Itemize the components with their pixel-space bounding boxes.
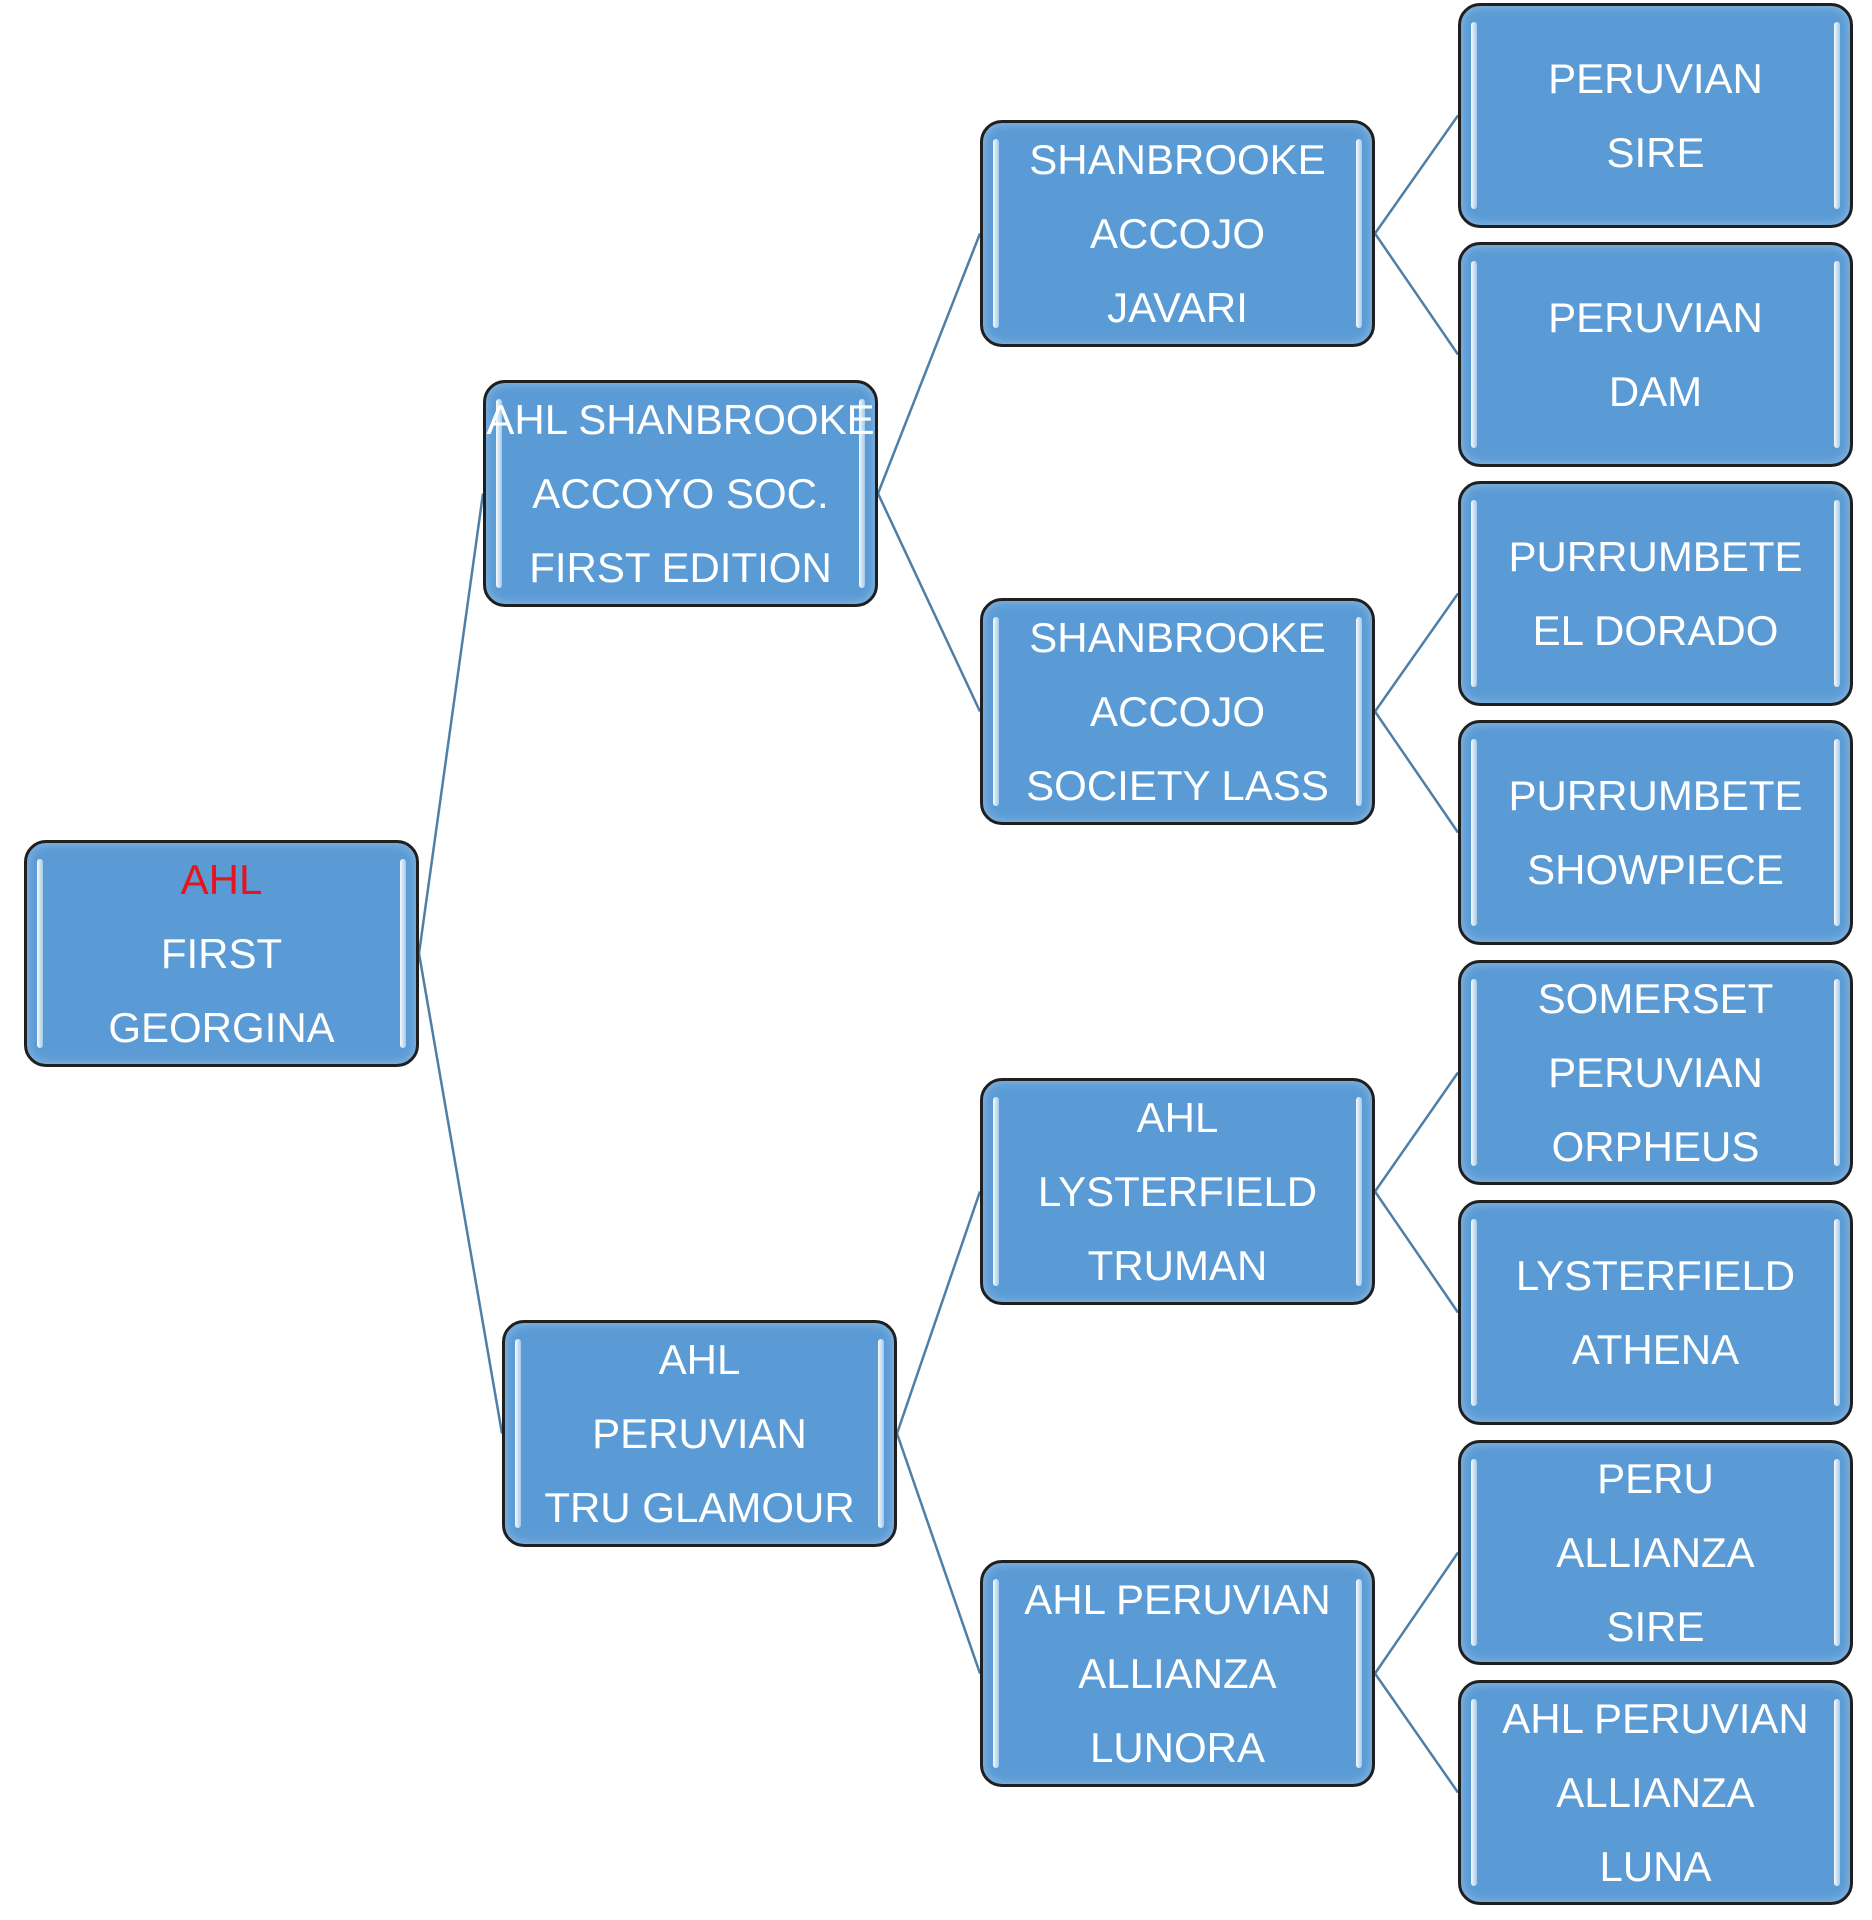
node-sd-dam-line-1: PURRUMBETE [1508, 771, 1803, 819]
node-dam-line-2: PERUVIAN [592, 1409, 807, 1457]
node-ss-sire-line-1: PERUVIAN [1548, 54, 1763, 102]
node-dam-dam-line-2: ALLIANZA [1078, 1649, 1277, 1697]
node-root-line-2: FIRST [160, 929, 283, 977]
node-dd-dam-line-3: LUNA [1599, 1842, 1712, 1890]
node-sire-line-2: ACCOYO SOC. [532, 469, 829, 517]
connector-root-to-dam [417, 953, 504, 1434]
node-root: AHL FIRST GEORGINA [24, 840, 419, 1067]
node-sire-line-1: AHL SHANBROOKE [486, 395, 875, 443]
node-sire-dam-line-2: ACCOJO [1089, 687, 1265, 735]
node-dam-dam: AHL PERUVIAN ALLIANZA LUNORA [980, 1560, 1375, 1787]
node-dd-sire-line-1: PERU [1597, 1454, 1714, 1502]
connector-sd-to-sd-d [1373, 710, 1460, 834]
node-dam-dam-line-1: AHL PERUVIAN [1024, 1575, 1331, 1623]
node-dam-sire-line-3: TRUMAN [1087, 1241, 1268, 1289]
node-dd-sire-line-3: SIRE [1606, 1602, 1705, 1650]
connector-ds-to-ds-d [1373, 1190, 1460, 1314]
connector-dd-to-dd-d [1373, 1672, 1460, 1794]
node-root-line-3: GEORGINA [108, 1003, 335, 1051]
node-sire-sire-line-2: ACCOJO [1089, 209, 1265, 257]
node-ds-sire: SOMERSET PERUVIAN ORPHEUS [1458, 960, 1853, 1185]
node-sire-dam: SHANBROOKE ACCOJO SOCIETY LASS [980, 598, 1375, 825]
node-ss-sire-line-2: SIRE [1606, 128, 1705, 176]
node-dam: AHL PERUVIAN TRU GLAMOUR [502, 1320, 897, 1547]
node-ss-dam-line-1: PERUVIAN [1548, 293, 1763, 341]
node-dam-sire-line-1: AHL [1136, 1093, 1219, 1141]
node-root-line-1: AHL [180, 855, 263, 903]
node-dd-sire-line-2: ALLIANZA [1556, 1528, 1755, 1576]
node-dd-dam: AHL PERUVIAN ALLIANZA LUNA [1458, 1680, 1853, 1905]
connector-sd-to-sd-s [1373, 592, 1460, 713]
node-ds-sire-line-2: PERUVIAN [1548, 1048, 1763, 1096]
node-sire-sire: SHANBROOKE ACCOJO JAVARI [980, 120, 1375, 347]
node-dd-dam-line-1: AHL PERUVIAN [1502, 1694, 1809, 1742]
node-dam-sire-line-2: LYSTERFIELD [1037, 1167, 1318, 1215]
connector-dam-to-ds [895, 1191, 982, 1434]
node-sd-dam-line-2: SHOWPIECE [1527, 845, 1784, 893]
node-sd-sire-line-1: PURRUMBETE [1508, 532, 1803, 580]
node-sire-sire-line-1: SHANBROOKE [1029, 135, 1326, 183]
node-ds-sire-line-3: ORPHEUS [1551, 1122, 1760, 1170]
node-sire-dam-line-1: SHANBROOKE [1029, 613, 1326, 661]
node-sire-line-3: FIRST EDITION [529, 543, 832, 591]
connector-sire-to-ss [876, 233, 982, 494]
connector-dam-to-dd [895, 1433, 982, 1674]
node-ss-sire: PERUVIAN SIRE [1458, 3, 1853, 228]
node-sd-sire-line-2: EL DORADO [1532, 606, 1779, 654]
node-dam-line-1: AHL [658, 1335, 741, 1383]
node-sire-dam-line-3: SOCIETY LASS [1026, 761, 1329, 809]
node-sire: AHL SHANBROOKE ACCOYO SOC. FIRST EDITION [483, 380, 878, 607]
connector-ss-to-ss-d [1373, 232, 1460, 356]
node-ds-dam: LYSTERFIELD ATHENA [1458, 1200, 1853, 1425]
node-ss-dam-line-2: DAM [1608, 367, 1703, 415]
connector-ss-to-ss-s [1373, 114, 1460, 235]
node-sd-dam: PURRUMBETE SHOWPIECE [1458, 720, 1853, 945]
connector-dd-to-dd-s [1373, 1551, 1460, 1675]
node-sd-sire: PURRUMBETE EL DORADO [1458, 481, 1853, 706]
connector-root-to-sire [417, 493, 485, 954]
connector-sire-to-sd [876, 492, 982, 713]
node-ds-dam-line-2: ATHENA [1571, 1325, 1740, 1373]
node-ds-sire-line-1: SOMERSET [1537, 974, 1774, 1022]
node-sire-sire-line-3: JAVARI [1107, 283, 1248, 331]
node-dam-sire: AHL LYSTERFIELD TRUMAN [980, 1078, 1375, 1305]
connector-ds-to-ds-s [1373, 1071, 1460, 1193]
node-dd-dam-line-2: ALLIANZA [1556, 1768, 1755, 1816]
node-dam-line-3: TRU GLAMOUR [544, 1483, 855, 1531]
node-ds-dam-line-1: LYSTERFIELD [1515, 1251, 1796, 1299]
node-dam-dam-line-3: LUNORA [1089, 1723, 1266, 1771]
node-ss-dam: PERUVIAN DAM [1458, 242, 1853, 467]
node-dd-sire: PERU ALLIANZA SIRE [1458, 1440, 1853, 1665]
